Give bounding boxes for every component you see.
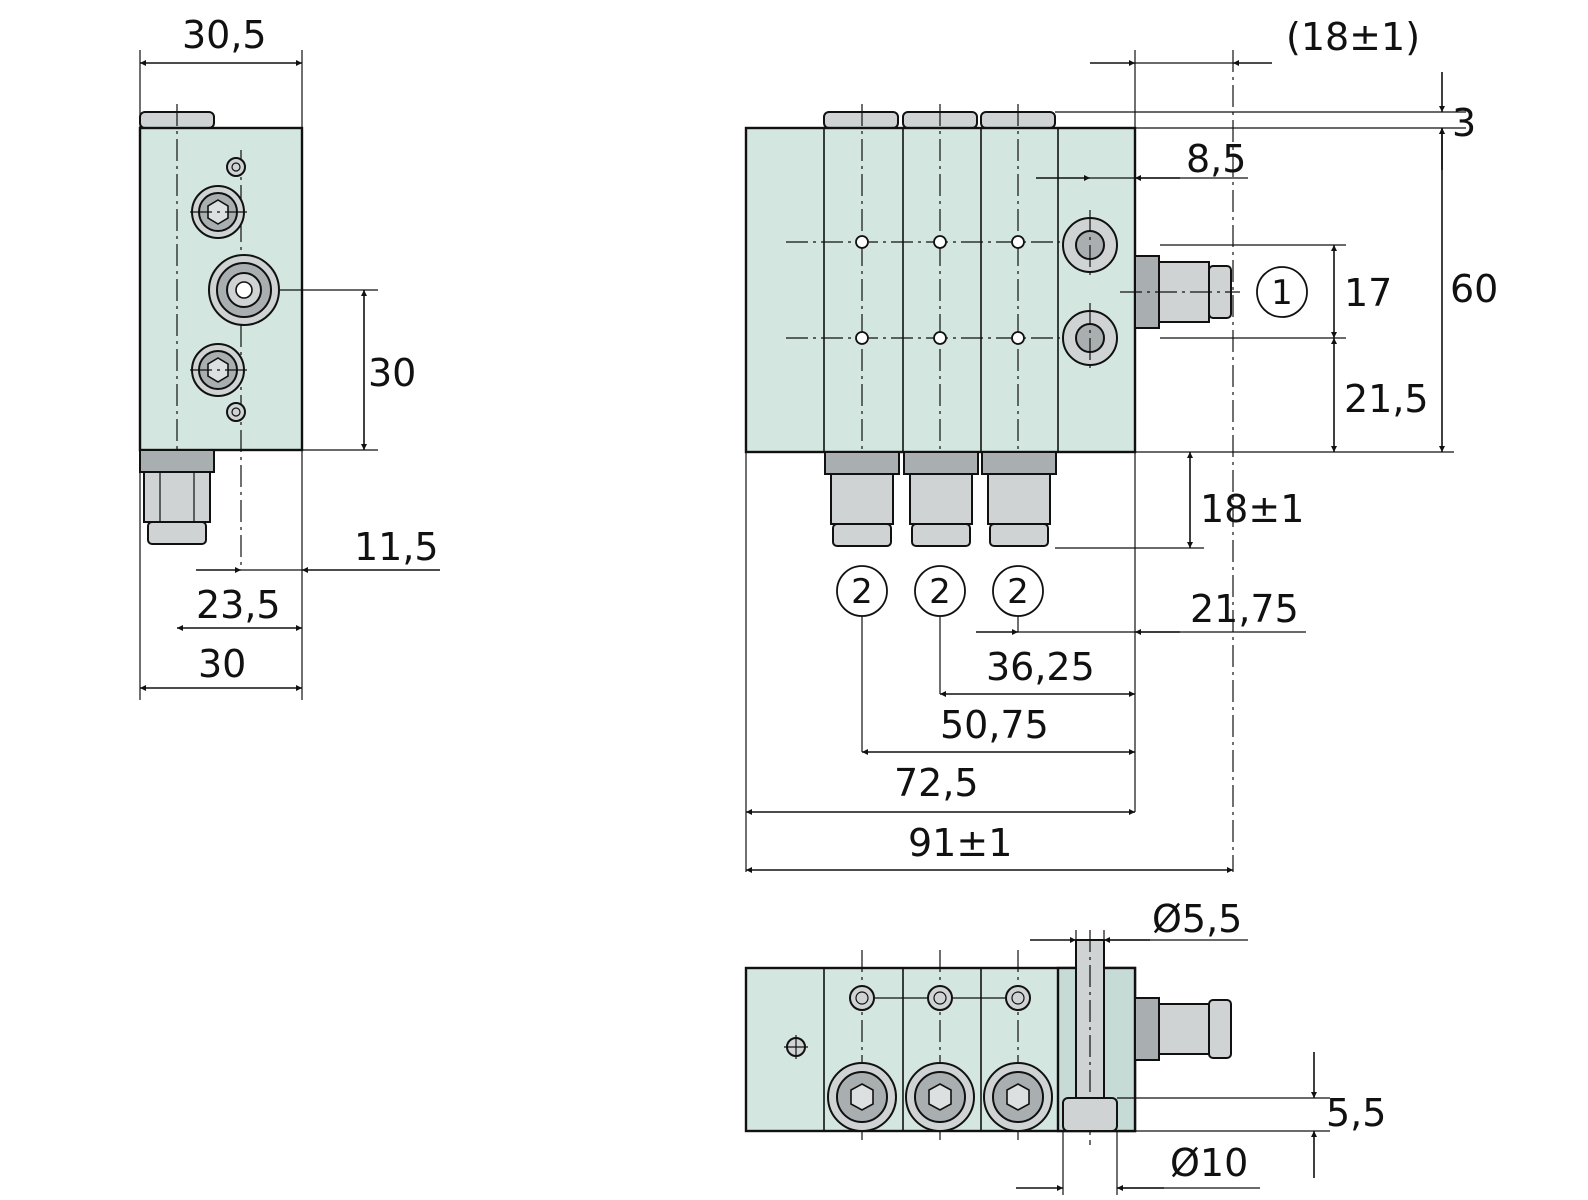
- front-outlet-fitting-2: [903, 451, 979, 547]
- front-outlet-fitting-3: [981, 451, 1057, 547]
- front-cap-1: [823, 111, 899, 129]
- dim-bottom-30: 30: [198, 642, 246, 686]
- svg-text:1: 1: [1271, 273, 1293, 313]
- dim-outlet-spacing: (18±1): [1286, 15, 1420, 59]
- dim-91: 91±1: [908, 821, 1012, 865]
- side-socket-screw-upper: [190, 185, 250, 239]
- front-inlet-fitting: [1120, 255, 1240, 329]
- dim-offset-11-5: 11,5: [354, 525, 439, 569]
- dim-head-height: 5,5: [1326, 1091, 1386, 1135]
- bottom-view: Ø5,5 5,5 Ø10: [744, 897, 1386, 1195]
- bottom-socket-screw-2: [905, 1062, 975, 1132]
- front-mount-bore-upper: [1062, 210, 1118, 280]
- dim-36-25: 36,25: [986, 645, 1095, 689]
- dim-hole-dia: Ø5,5: [1152, 897, 1242, 941]
- dim-21-75: 21,75: [1190, 587, 1299, 631]
- bottom-socket-screw-3: [983, 1062, 1053, 1132]
- side-small-screw-bottom: [226, 402, 246, 422]
- dim-72-5: 72,5: [894, 761, 979, 805]
- dim-offset-23-5: 23,5: [196, 583, 281, 627]
- bottom-socket-screw-1: [827, 1062, 897, 1132]
- front-mount-bore-lower: [1062, 303, 1118, 373]
- svg-text:2: 2: [929, 572, 951, 612]
- dim-cap-height: 3: [1452, 101, 1476, 145]
- label-outlet-2b: 2: [914, 565, 966, 617]
- svg-text:2: 2: [851, 572, 873, 612]
- dim-bore-offset: 8,5: [1186, 137, 1246, 181]
- front-outlet-fitting-1: [824, 451, 900, 547]
- side-small-screw-top: [226, 157, 246, 177]
- label-outlet-2c: 2: [992, 565, 1044, 617]
- dim-total-height: 60: [1450, 267, 1498, 311]
- label-inlet-1: 1: [1256, 266, 1308, 318]
- dim-top-width: 30,5: [182, 13, 267, 57]
- dim-inlet-height: 17: [1344, 271, 1392, 315]
- dim-outlet-length: 18±1: [1200, 487, 1304, 531]
- dim-height-30: 30: [368, 351, 416, 395]
- dim-lower-height: 21,5: [1344, 377, 1429, 421]
- bottom-inlet-fitting: [1134, 997, 1232, 1061]
- side-outlet-fitting: [139, 449, 215, 545]
- dim-head-dia: Ø10: [1170, 1141, 1248, 1185]
- side-inlet-port: [208, 254, 280, 326]
- side-view: 30,5 30 11,5 23,5 30: [138, 13, 440, 700]
- dim-50-75: 50,75: [940, 703, 1049, 747]
- label-outlet-2a: 2: [836, 565, 888, 617]
- front-view: 1 2 2 2: [744, 15, 1498, 873]
- svg-text:2: 2: [1007, 572, 1029, 612]
- bottom-mounting-bolt: [1062, 930, 1118, 1145]
- side-socket-screw-lower: [190, 343, 250, 397]
